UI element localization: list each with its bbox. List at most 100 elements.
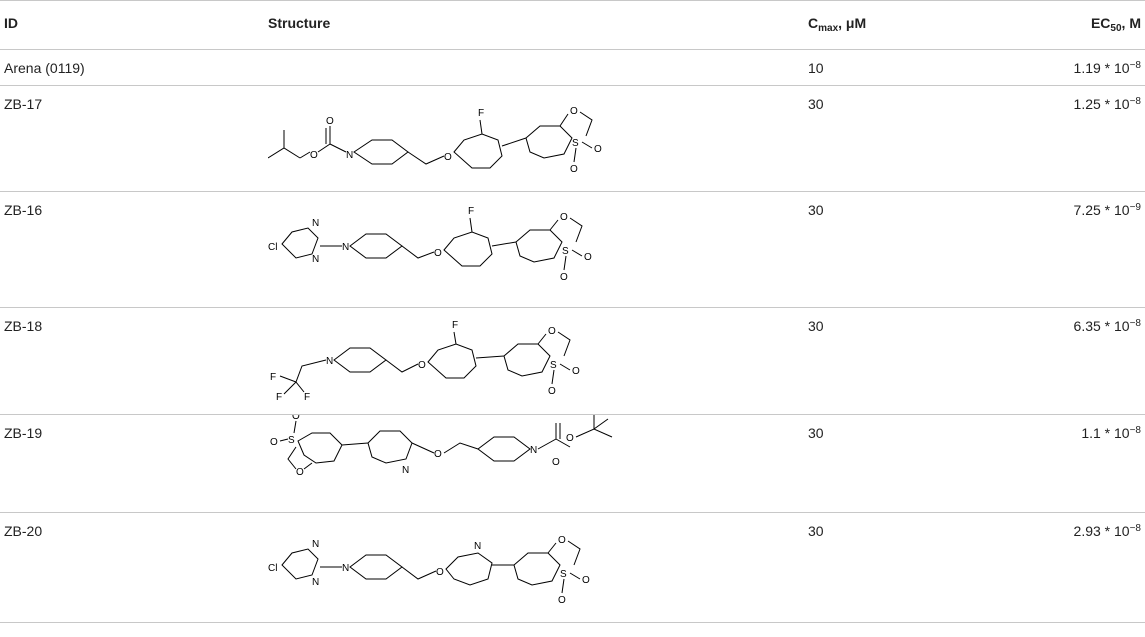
structure-cell: F F F N O F O — [268, 307, 808, 415]
atom-label: F — [276, 392, 282, 403]
header-cmax-main: C — [808, 15, 819, 31]
ec50-base: 7.25 * 10 — [1073, 202, 1130, 218]
atom-label: O — [570, 164, 578, 175]
molecule-zb17-icon: O O N O F O — [268, 106, 602, 175]
atom-label: O — [296, 467, 304, 478]
row-ec50: 6.35 * 10−8 — [1038, 307, 1145, 415]
row-ec50: 1.19 * 10−8 — [1038, 49, 1145, 86]
ec50-base: 6.35 * 10 — [1073, 318, 1130, 334]
atom-label: Cl — [268, 242, 277, 253]
row-id: ZB-19 — [0, 414, 268, 513]
header-ec-main: EC — [1090, 15, 1111, 31]
row-id: ZB-18 — [0, 307, 268, 415]
ec50-base: 1.1 * 10 — [1081, 425, 1130, 441]
row-ec50: 2.93 * 10−8 — [1038, 512, 1145, 623]
atom-label: O — [570, 106, 578, 117]
row-ec50: 1.25 * 10−8 — [1038, 85, 1145, 192]
atom-label: O — [418, 360, 426, 371]
row-cmax: 30 — [808, 512, 1038, 623]
header-ec50: EC50, M — [1038, 0, 1145, 50]
atom-label: N — [326, 356, 333, 367]
molecule-zb20-icon: Cl N N N O N — [268, 535, 590, 606]
atom-label: S — [562, 246, 569, 257]
atom-label: N — [342, 242, 349, 253]
atom-label: F — [468, 206, 474, 217]
structure-cell: O S O O N O — [268, 414, 808, 513]
header-cmax: Cmax, μM — [808, 0, 1038, 50]
row-id: Arena (0119) — [0, 49, 268, 86]
atom-label: N — [312, 539, 319, 550]
row-cmax: 30 — [808, 191, 1038, 308]
header-ec-sub: 50 — [1110, 23, 1122, 34]
structure-cell — [268, 49, 808, 86]
atom-label: F — [478, 108, 484, 119]
atom-label: O — [584, 252, 592, 263]
row-id: ZB-20 — [0, 512, 268, 623]
ec50-base: 2.93 * 10 — [1073, 523, 1130, 539]
header-structure: Structure — [268, 0, 808, 50]
table-row: ZB-19 O S O O N — [0, 414, 1145, 513]
header-ec-unit: , M — [1121, 15, 1141, 31]
table-row: ZB-16 Cl N N N O F — [0, 191, 1145, 308]
molecule-zb18-icon: F F F N O F O — [270, 320, 580, 403]
atom-label: O — [326, 116, 334, 127]
atom-label: O — [292, 415, 300, 422]
row-id: ZB-17 — [0, 85, 268, 192]
atom-label: O — [560, 212, 568, 223]
ec50-base: 1.25 * 10 — [1073, 96, 1130, 112]
atom-label: O — [434, 449, 442, 460]
atom-label: N — [312, 254, 319, 265]
atom-label: N — [312, 218, 319, 229]
atom-label: O — [558, 535, 566, 546]
row-id: ZB-16 — [0, 191, 268, 308]
atom-label: F — [270, 372, 276, 383]
row-cmax: 30 — [808, 414, 1038, 513]
table-row: ZB-17 O O N O — [0, 85, 1145, 192]
atom-label: N — [342, 563, 349, 574]
row-ec50: 7.25 * 10−9 — [1038, 191, 1145, 308]
atom-label: N — [402, 465, 409, 476]
structure-cell: O O N O F O — [268, 85, 808, 192]
atom-label: N — [530, 445, 537, 456]
atom-label: O — [558, 595, 566, 606]
atom-label: O — [560, 272, 568, 283]
header-cmax-sub: max — [818, 23, 839, 34]
ec50-exponent: −8 — [1129, 425, 1141, 436]
atom-label: N — [346, 150, 353, 161]
table-row: ZB-18 F F F N O F — [0, 307, 1145, 415]
atom-label: N — [474, 541, 481, 552]
ec50-exponent: −9 — [1129, 202, 1141, 213]
atom-label: O — [594, 144, 602, 155]
atom-label: O — [548, 326, 556, 337]
atom-label: O — [572, 366, 580, 377]
row-cmax: 30 — [808, 85, 1038, 192]
atom-label: O — [552, 457, 560, 468]
structure-cell: Cl N N N O N — [268, 512, 808, 623]
table-row: ZB-20 Cl N N N O N — [0, 512, 1145, 623]
row-cmax: 30 — [808, 307, 1038, 415]
header-id: ID — [0, 0, 268, 50]
ec50-exponent: −8 — [1129, 523, 1141, 534]
atom-label: O — [436, 567, 444, 578]
atom-label: N — [312, 577, 319, 588]
row-ec50: 1.1 * 10−8 — [1038, 414, 1145, 513]
compound-table: ID Structure Cmax, μM EC50, M Arena (011… — [0, 0, 1145, 623]
ec50-exponent: −8 — [1129, 96, 1141, 107]
atom-label: F — [452, 320, 458, 331]
atom-label: O — [566, 433, 574, 444]
atom-label: O — [548, 386, 556, 397]
structure-cell: Cl N N N O F — [268, 191, 808, 308]
atom-label: S — [550, 360, 557, 371]
atom-label: S — [288, 435, 295, 446]
atom-label: Cl — [268, 563, 277, 574]
molecule-zb16-icon: Cl N N N O F — [268, 206, 592, 283]
ec50-base: 1.19 * 10 — [1073, 60, 1130, 76]
atom-label: S — [560, 569, 567, 580]
header-row: ID Structure Cmax, μM EC50, M — [0, 0, 1145, 50]
ec50-exponent: −8 — [1129, 60, 1141, 71]
atom-label: O — [582, 575, 590, 586]
atom-label: F — [304, 392, 310, 403]
atom-label: O — [434, 248, 442, 259]
row-cmax: 10 — [808, 49, 1038, 86]
molecule-zb19-icon: O S O O N O — [270, 415, 613, 478]
